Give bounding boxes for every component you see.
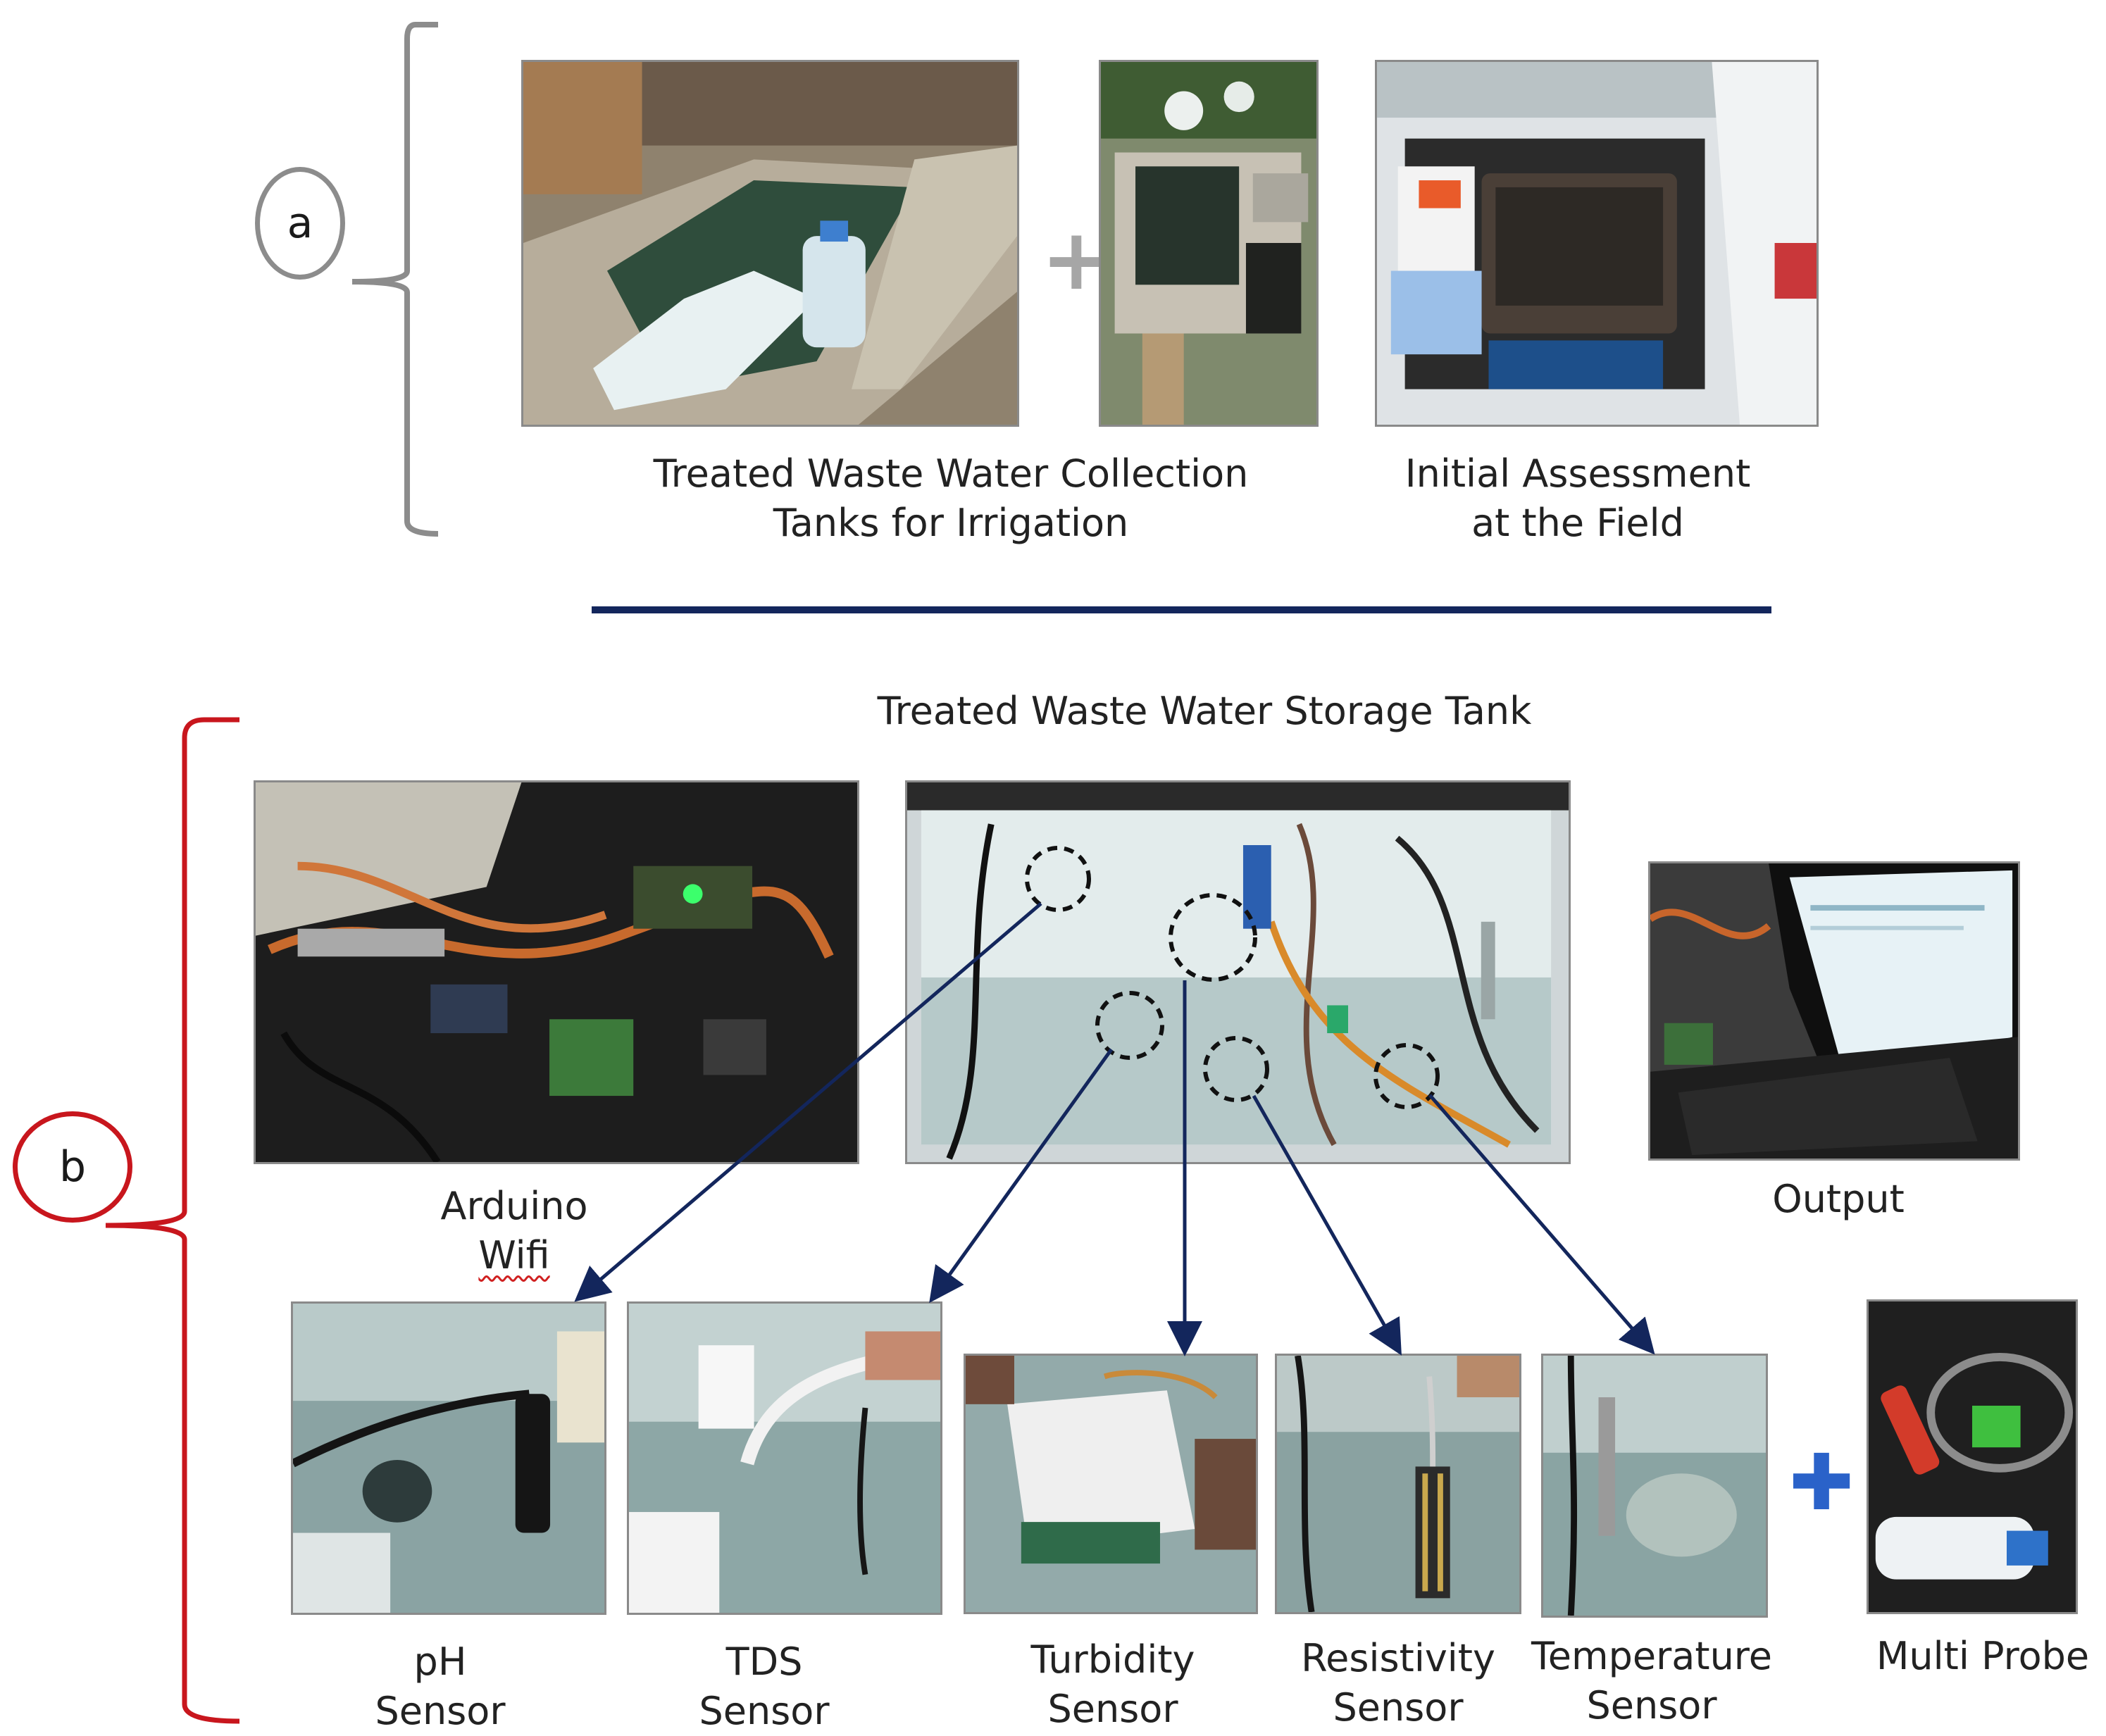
photo-output-laptop [1648,861,2020,1161]
plus-icon-b: ✚ [1789,1437,1855,1528]
photo-collection-tank [521,60,1019,427]
caption-arduino-wifi-text: Arduino Wifi [338,1182,690,1280]
label-b-badge: b [13,1111,132,1223]
caption-ph-line1: pH [413,1640,467,1684]
caption-initial-assessment: Initial Assessment at the Field [1373,449,1782,548]
caption-turbidity-line2: Sensor [1047,1687,1178,1731]
label-a-badge: a [255,167,345,280]
caption-collection-tanks: Treated Waste Water Collection Tanks for… [648,449,1254,548]
bracket-a [351,22,439,537]
caption-assessment-line1: Initial Assessment [1404,451,1751,496]
caption-temperature-line2: Sensor [1586,1683,1717,1728]
caption-turbidity-line1: Turbidity [1030,1637,1195,1682]
caption-ph-sensor: pH Sensor [335,1637,546,1736]
photo-resistivity-sensor [1275,1354,1521,1614]
caption-output: Output [1772,1177,1905,1221]
caption-temperature-sensor: Temperature Sensor [1521,1632,1782,1730]
caption-ph-line2: Sensor [375,1689,506,1733]
photo-initial-assessment [1375,60,1819,427]
caption-arduino-wifi: Arduino Wifi [338,1182,690,1280]
caption-temperature-line1: Temperature [1531,1634,1773,1678]
caption-tds-sensor: TDS Sensor [659,1637,870,1736]
caption-multi-probe: Multi Probe [1876,1634,2090,1678]
caption-arduino-wifi-squiggle-word: Wifi [478,1233,550,1278]
caption-tds-line2: Sensor [699,1689,830,1733]
label-a-text: a [287,199,313,248]
caption-turbidity-sensor: Turbidity Sensor [997,1635,1229,1734]
photo-turbidity-sensor [964,1354,1258,1614]
photo-ph-sensor [291,1301,606,1615]
caption-tds-line1: TDS [725,1640,803,1684]
caption-assessment-line2: at the Field [1471,501,1684,545]
label-b-text: b [58,1142,87,1192]
photo-temperature-sensor [1541,1354,1768,1618]
caption-collection-line2: Tanks for Irrigation [773,501,1129,545]
photo-collection-tank-2 [1099,60,1319,427]
photo-multi-probe [1867,1299,2078,1614]
caption-resistivity-line1: Resistivity [1301,1636,1495,1680]
caption-resistivity-sensor: Resistivity Sensor [1282,1634,1514,1732]
bracket-b [105,717,240,1724]
photo-tds-sensor [627,1301,942,1615]
caption-collection-line1: Treated Waste Water Collection [653,451,1249,496]
photo-storage-tank [905,780,1571,1164]
photo-arduino-wifi [254,780,859,1164]
caption-resistivity-line2: Sensor [1333,1685,1464,1730]
caption-storage-tank-title: Treated Waste Water Storage Tank [877,689,1532,733]
